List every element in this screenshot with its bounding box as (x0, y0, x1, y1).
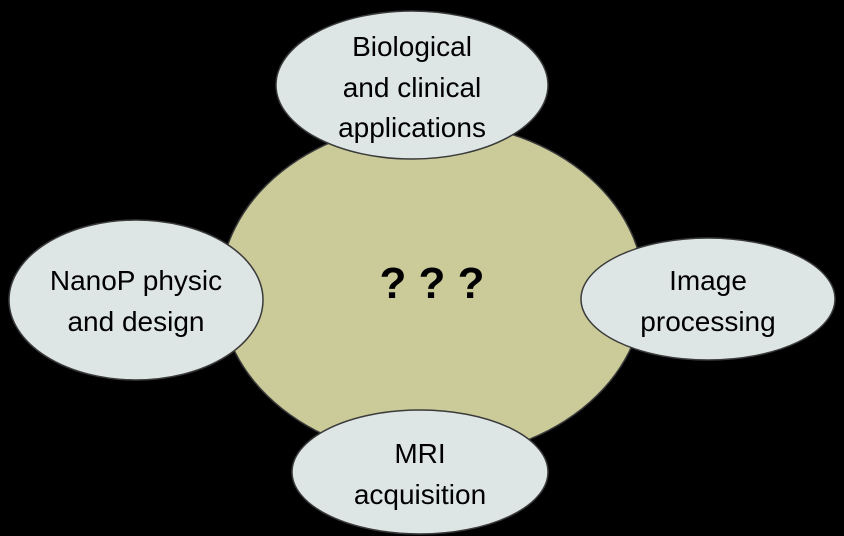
node-top-ellipse (275, 10, 549, 160)
node-left-ellipse (8, 219, 264, 381)
node-left-line-2: and design (67, 306, 204, 337)
center-label: ? ? ? (379, 259, 484, 308)
node-right-line-1: Image (669, 265, 747, 296)
node-right-ellipse (580, 237, 836, 361)
node-bottom-line-1: MRI (394, 438, 445, 469)
node-left-line-1: NanoP physic (50, 265, 222, 296)
node-top-line-1: Biological (352, 31, 472, 62)
node-top-line-3: applications (338, 112, 486, 143)
node-top-line-2: and clinical (343, 72, 482, 103)
node-bottom-ellipse (291, 409, 549, 535)
node-right-line-2: processing (640, 306, 775, 337)
node-bottom-line-2: acquisition (354, 479, 486, 510)
